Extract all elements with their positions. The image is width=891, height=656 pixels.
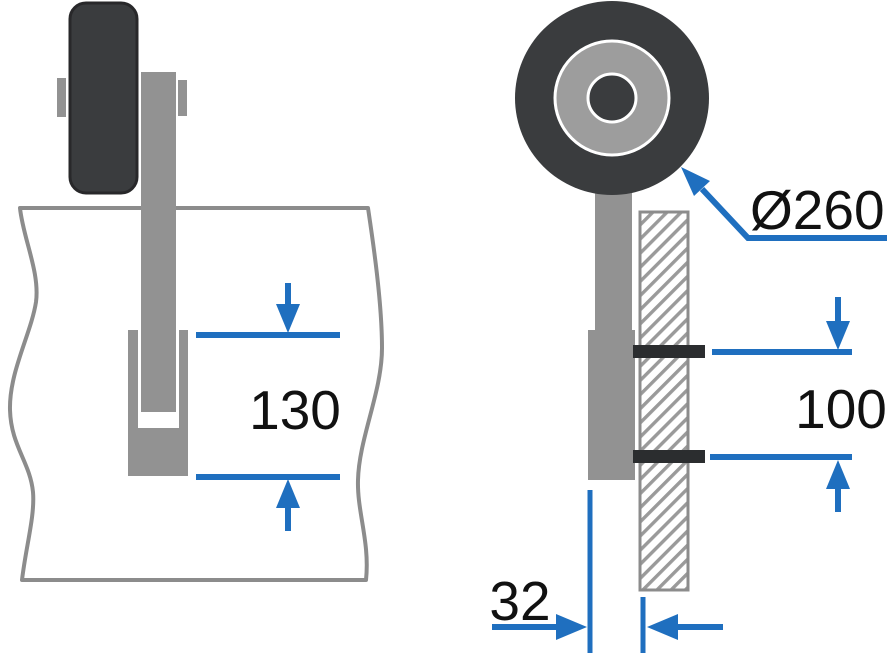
dim-offset: 32 <box>489 490 723 653</box>
dim-130-arrow-down-head <box>276 304 300 333</box>
dim-100-label: 100 <box>795 378 887 440</box>
dim-130-arrow-up-head <box>276 479 300 508</box>
dim-130-label: 130 <box>249 379 341 441</box>
wheel-side <box>68 1 139 195</box>
dim-32-label: 32 <box>489 570 550 632</box>
clamp-bolt-top <box>633 345 705 358</box>
axle-stub-right <box>178 80 187 116</box>
diameter-leader-arrowhead <box>681 167 710 196</box>
dim-100-arrow-down-head <box>826 321 850 350</box>
bracket-bar-side <box>141 72 176 412</box>
dim-clamp-spacing: 100 <box>710 297 887 512</box>
diameter-leader-line <box>699 186 887 241</box>
dim-slot-depth: 130 <box>196 283 341 531</box>
dim-32-arrow-left-head <box>647 614 678 640</box>
bracket-sleeve <box>588 330 635 480</box>
dim-32-arrow-right-head <box>556 614 587 640</box>
dim-100-arrow-up-head <box>826 460 850 489</box>
wheel-axle-center <box>586 72 638 124</box>
dim-wheel-diameter: Ø260 <box>681 167 887 241</box>
axle-stub-left <box>57 78 66 117</box>
transom-plate-front <box>638 210 690 592</box>
front-view <box>515 1 709 592</box>
clamp-bolt-bottom <box>633 450 705 463</box>
diameter-label: Ø260 <box>750 179 885 241</box>
bracket-bar-front <box>595 180 632 332</box>
side-view <box>7 1 384 582</box>
